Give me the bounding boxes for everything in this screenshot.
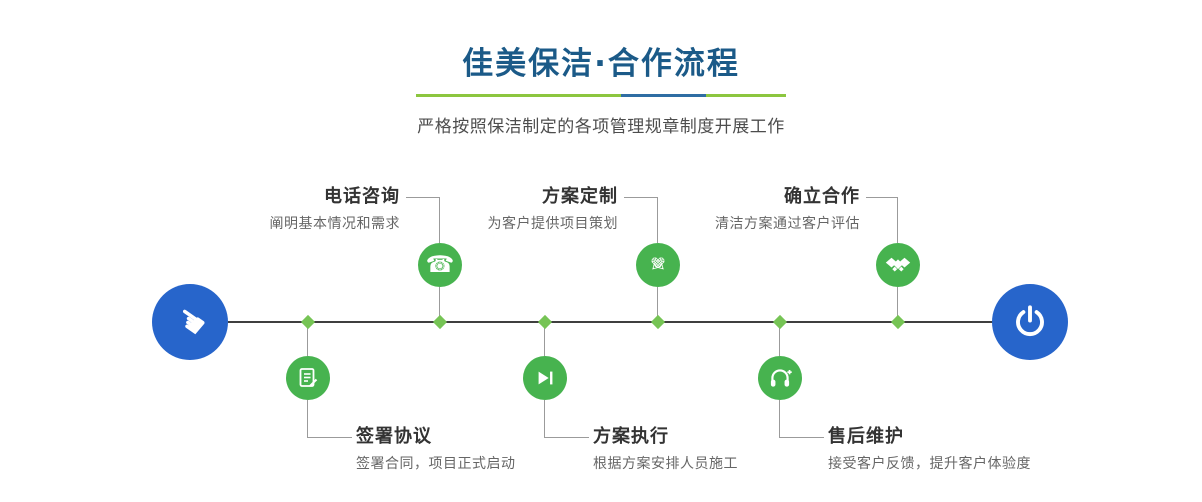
step-desc: 为客户提供项目策划 [487,216,618,232]
connector-line [406,197,439,198]
connector-line [624,197,657,198]
connector-line [897,287,898,322]
connector-line [897,197,898,243]
connector-line [439,197,440,243]
play-forward-icon [538,371,553,385]
connector-line [307,322,308,356]
step-desc: 签署合同，项目正式启动 [356,456,516,472]
timeline-start-node: ☚ [152,284,228,360]
timeline-end-node [992,284,1068,360]
diamond-marker [432,314,448,330]
divider-segment-blue [621,94,706,97]
step-desc: 接受客户反馈，提升客户体验度 [828,456,1031,472]
pencil-glyph: ✎ [650,254,666,276]
connector-line [779,322,780,356]
connector-line [308,437,352,438]
design-node: ✎ ✎ [636,243,680,287]
contract-icon [299,368,318,387]
step-phone-consultation: 电话咨询 阐明基本情况和需求 [270,187,401,233]
connector-line [545,437,589,438]
connector-line [439,287,440,322]
diamond-marker [300,314,316,330]
step-title: 电话咨询 [324,186,400,207]
step-title: 确立合作 [784,186,860,207]
design-pencil-icon: ✎ ✎ [646,253,670,277]
connector-line [544,322,545,356]
cooperation-node [876,243,920,287]
step-title: 方案执行 [593,426,669,447]
step-title: 售后维护 [828,426,904,447]
after-sales-node [758,356,802,400]
step-title: 方案定制 [542,186,618,207]
title-divider [416,94,786,97]
contract-node [286,356,330,400]
phone-icon: ☎ [425,252,455,278]
page-title: 佳美保洁·合作流程 [462,46,740,82]
handshake-icon [885,257,911,272]
pencil-glyph-crossed: ✎ [650,254,666,276]
divider-segment-green-left [416,94,621,97]
diamond-marker [772,314,788,330]
diamond-marker [650,314,666,330]
step-title: 签署协议 [356,426,432,447]
pointer-hand-icon: ☚ [166,296,214,348]
step-plan-execution: 方案执行 根据方案安排人员施工 [593,427,738,473]
step-sign-agreement: 签署协议 签署合同，项目正式启动 [356,427,516,473]
diamond-marker [537,314,553,330]
step-establish-cooperation: 确立合作 清洁方案通过客户评估 [715,187,860,233]
connector-line [866,197,897,198]
timeline-line [228,321,1002,323]
connector-line [657,197,658,243]
step-desc: 阐明基本情况和需求 [269,216,400,232]
step-plan-customization: 方案定制 为客户提供项目策划 [488,187,619,233]
connector-line [657,287,658,322]
diamond-marker [890,314,906,330]
divider-segment-green-right [706,94,786,97]
connector-line [780,437,824,438]
step-after-sales: 售后维护 接受客户反馈，提升客户体验度 [828,427,1031,473]
power-icon [1016,305,1044,337]
headset-icon [770,369,792,387]
connector-line [544,400,545,438]
connector-line [779,400,780,438]
phone-node: ☎ [418,243,462,287]
connector-line [307,400,308,438]
execution-node [523,356,567,400]
page-subtitle: 严格按照保洁制定的各项管理规章制度开展工作 [417,117,785,137]
step-desc: 根据方案安排人员施工 [593,456,738,472]
step-desc: 清洁方案通过客户评估 [715,216,860,232]
